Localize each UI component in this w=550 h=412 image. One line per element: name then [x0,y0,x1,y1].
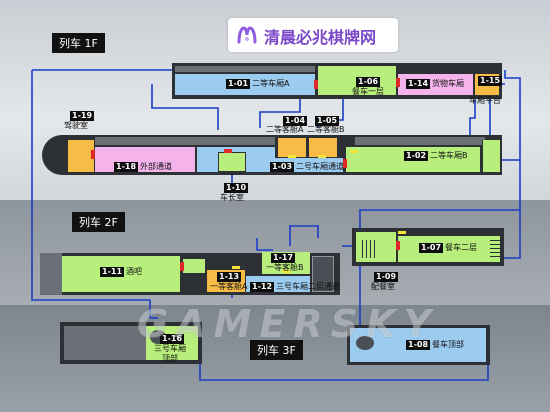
room-name-1-09: 配餐室 [371,282,395,291]
car-3f-left-floor [64,326,146,360]
room-name: 二等车厢A [252,79,290,88]
room-id-1-05: 1-05 [315,116,340,126]
label-1-08: 1-08 餐车顶部 [406,340,464,350]
room-name-1-05: 二等客舱B [307,125,345,134]
door-red [224,149,232,153]
door-yellow [398,231,406,234]
site-name: 清晨必兆棋牌网 [264,28,377,47]
room-1-04-area [278,138,306,157]
room-1-10-inner [218,152,246,172]
door-yellow [350,150,358,153]
label-1-11: 1-11 酒吧 [100,267,142,277]
label-1-18: 1-18 外部通道 [114,162,172,172]
door-red [314,80,318,89]
label-1-12: 1-12 三号车厢二层通道 [250,282,340,292]
room-id: 1-11 [100,267,125,277]
room-id-1-10: 1-10 [224,183,249,193]
room-id: 1-12 [250,282,275,292]
room-id: 1-18 [114,162,139,172]
room-1-08-hatch [356,336,374,350]
room-id: 1-14 [406,79,431,89]
room-id: 1-02 [404,151,429,161]
door-red [91,150,95,159]
floor-tag-2f: 列车 2F [72,212,125,232]
room-1-02-stair [482,140,500,172]
wall-strip-1f-upper [175,66,315,72]
door-red [180,262,184,271]
room-name: 二等车厢B [430,151,468,160]
room-name-1-10: 车长室 [220,193,244,202]
floor-tag-3f: 列车 3F [250,340,303,360]
label-1-02: 1-02 二等车厢B [404,151,468,161]
site-logo: 清晨必兆棋牌网 [228,18,398,52]
room-id-1-04: 1-04 [283,116,308,126]
room-name-1-19: 驾驶室 [64,121,88,130]
room-name-1-17: 一等客舱B [266,263,304,272]
door-yellow [232,266,240,269]
room-id-1-06: 1-06 [356,77,381,87]
floor-tag-1f: 列车 1F [52,33,105,53]
door-yellow [282,270,290,273]
door-red [396,78,400,87]
room-name-1-04: 二等客舱A [266,125,304,134]
room-id: 1-07 [419,243,444,253]
room-name: 餐车顶部 [432,340,465,349]
room-1-19-area [68,140,94,172]
room-name-1-06: 餐车一层 [352,87,384,96]
room-id-1-15: 1-15 [478,76,503,86]
room-name-1-15: 车厢平台 [469,96,501,105]
room-id-1-19: 1-19 [70,111,95,121]
door-red [396,241,400,250]
label-1-03: 1-03 二号车厢通道 [270,162,344,172]
watermark-text: GAMERSKY [137,302,439,346]
label-1-07: 1-07 餐车二层 [419,243,477,253]
door-yellow [318,155,326,158]
room-id-1-09: 1-09 [374,272,399,282]
room-name: 二号车厢通道 [296,162,345,171]
wall-strip-2f-left [40,253,62,295]
room-1-12-stairs [312,256,334,292]
label-1-14: 1-14 货物车厢 [406,79,464,89]
room-id-1-16: 1-16 [160,334,185,344]
room-name: 酒吧 [126,267,143,276]
room-id: 1-03 [270,162,295,172]
room-id: 1-01 [226,79,251,89]
room-name: 外部通道 [140,162,173,171]
room-1-05-area [309,138,337,157]
room-1-18-area [95,147,195,172]
room-name: 三号车厢二层通道 [276,282,341,291]
wall-strip-1f-main-right [355,137,485,145]
room-id: 1-08 [406,340,431,350]
label-1-01: 1-01 二等车厢A [226,79,290,89]
room-id-1-17: 1-17 [271,253,296,263]
room-1-07-area [398,236,500,262]
room-name: 餐车二层 [445,243,478,252]
room-1-09-stairs-steps [362,240,376,258]
wall-strip-1f-main [95,137,275,145]
room-1-07-stair [490,240,500,258]
door-yellow [288,155,296,158]
purple-m-logo-icon [237,26,257,44]
room-1-11-stairs [182,258,206,274]
room-id-1-13: 1-13 [217,272,242,282]
room-name: 货物车厢 [432,79,465,88]
room-name-1-13: 一等客舱A [210,282,248,291]
room-name-1-16: 三号车厢顶部 [154,344,186,363]
door-red [343,159,347,168]
